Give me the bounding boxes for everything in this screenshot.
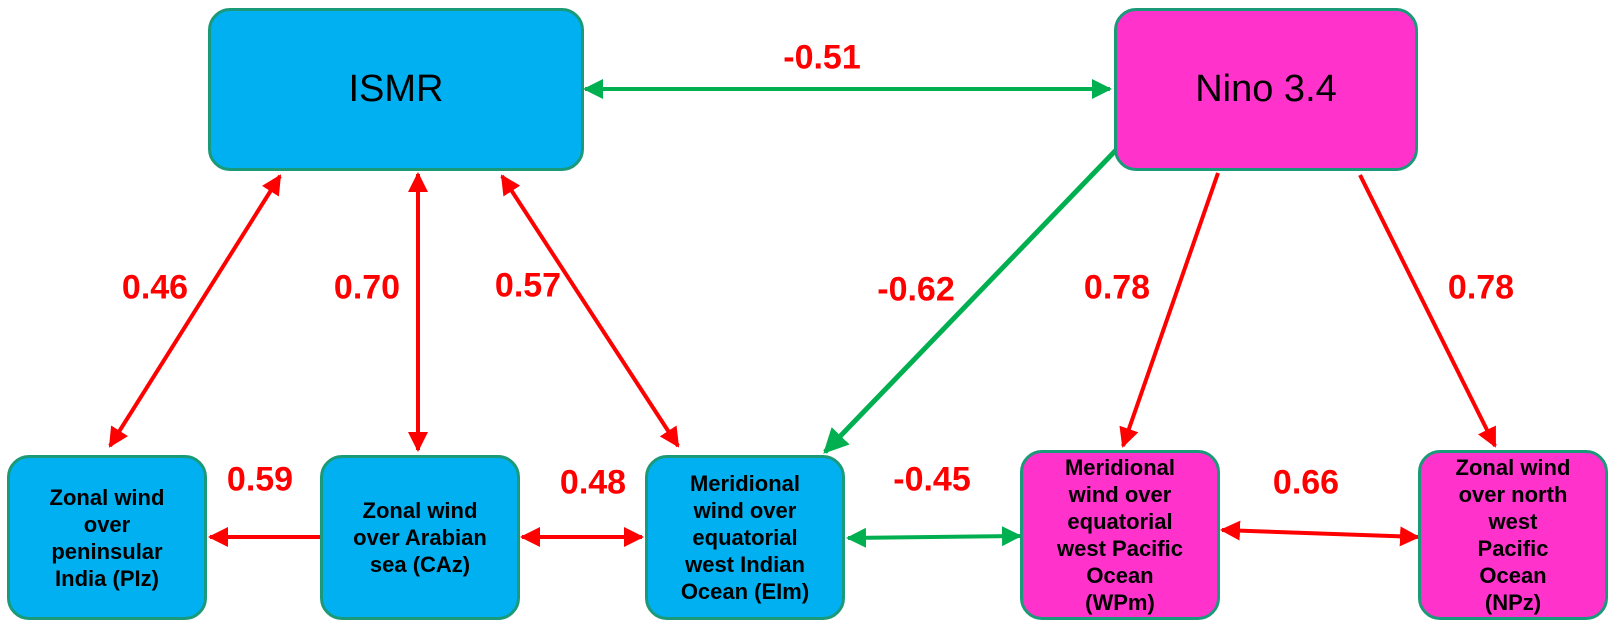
label-ismr-nino: -0.51 [783,38,861,77]
edge-eim-wpm [846,526,1022,548]
edge-nino-npz [1358,174,1497,448]
label-ismr-piz: 0.46 [121,268,189,307]
node-ismr: ISMR [208,8,584,171]
node-caz: Zonal wind over Arabian sea (CAz) [320,455,520,620]
node-npz: Zonal wind over north west Pacific Ocean… [1418,450,1608,620]
node-eim: Meridional wind over equatorial west Ind… [645,455,845,620]
edge-ismr-piz [108,174,282,448]
label-caz-piz: 0.59 [226,460,294,499]
node-ismr-label: ISMR [348,68,444,110]
label-nino-npz: 0.78 [1447,268,1515,307]
label-caz-eim: 0.48 [559,463,627,502]
label-eim-wpm: -0.45 [893,460,971,499]
label-nino-eim: -0.62 [877,270,955,309]
node-eim-label: Meridional wind over equatorial west Ind… [680,471,810,604]
edge-ismr-eim [500,174,680,448]
node-piz: Zonal wind over peninsular India (PIz) [7,455,207,620]
node-caz-label: Zonal wind over Arabian sea (CAz) [353,498,487,577]
node-npz-label: Zonal wind over north west Pacific Ocean… [1455,455,1571,615]
label-nino-wpm: 0.78 [1083,268,1151,307]
edge-nino-eim [823,146,1120,454]
node-nino-label: Nino 3.4 [1195,68,1337,110]
label-ismr-eim: 0.57 [494,266,562,305]
label-ismr-caz: 0.70 [333,268,401,307]
edge-nino-wpm [1119,172,1220,448]
edge-wpm-npz [1220,520,1420,547]
node-wpm-label: Meridional wind over equatorial west Pac… [1057,455,1183,615]
node-nino: Nino 3.4 [1114,8,1418,171]
label-wpm-npz: 0.66 [1272,463,1340,502]
node-wpm: Meridional wind over equatorial west Pac… [1020,450,1220,620]
node-piz-label: Zonal wind over peninsular India (PIz) [49,484,165,591]
